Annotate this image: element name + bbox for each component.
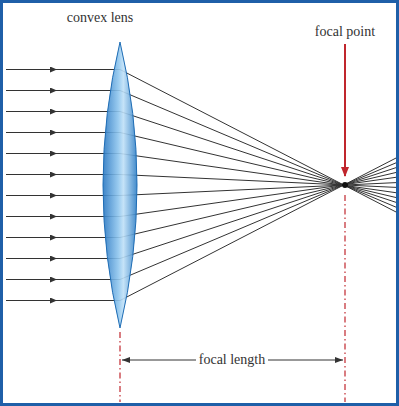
text-label: focal length <box>196 352 268 368</box>
pointer-arrow <box>344 44 346 176</box>
focal-dot <box>342 182 348 188</box>
refracted-rays <box>120 70 396 301</box>
text-label: convex lens <box>67 10 133 26</box>
focal-axis <box>344 195 345 402</box>
lens-axis <box>119 332 120 402</box>
convex-lens <box>103 42 137 328</box>
text-label: focal point <box>315 24 375 40</box>
